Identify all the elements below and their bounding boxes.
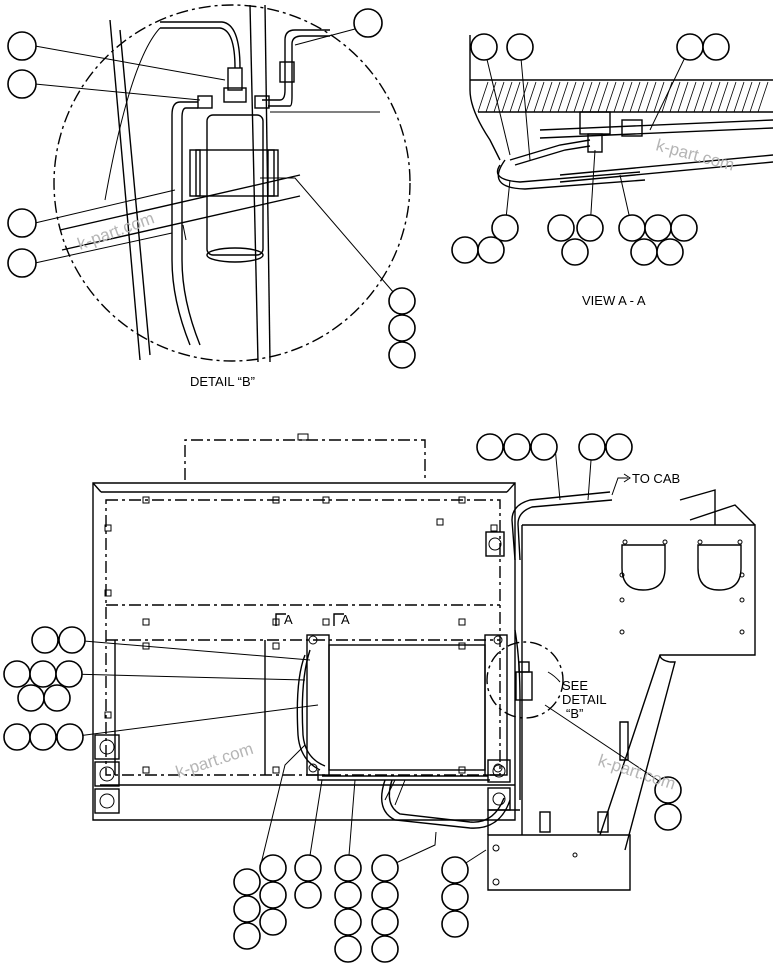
callout-bubble [605, 433, 633, 461]
callout-bubble [506, 33, 534, 61]
callout-bubble [259, 908, 287, 936]
view-a-a: VIEW A - A [451, 33, 773, 308]
callout-bubble [388, 314, 416, 342]
callout-bubble [29, 723, 57, 751]
detail-b-title: DETAIL “B” [190, 374, 255, 389]
callout-bubble [503, 433, 531, 461]
callout-bubble [3, 723, 31, 751]
callout-bubble [654, 803, 682, 831]
view-a-a-title: VIEW A - A [582, 293, 646, 308]
section-mark-a-left: A [284, 612, 293, 627]
mount-bracket [487, 834, 631, 891]
callout-bubble [259, 854, 287, 882]
callout-bubble [670, 214, 698, 242]
cab-opening-left [621, 544, 666, 591]
watermark-text: k-part.com [596, 751, 678, 794]
callout-bubble [31, 626, 59, 654]
callout-bubble [491, 214, 519, 242]
to-cab-label: TO CAB [632, 471, 680, 486]
callout-bubble [17, 684, 45, 712]
see-detail-line1: SEE [562, 678, 588, 693]
callout-bubble [334, 881, 362, 909]
mount-boss [94, 761, 120, 787]
callout-bubble [7, 69, 37, 99]
callout-bubble [233, 868, 261, 896]
detail-b-marker [486, 641, 564, 719]
callout-bubble [3, 660, 31, 688]
callout-bubble [233, 895, 261, 923]
callout-bubble [530, 433, 558, 461]
callout-bubble [630, 238, 658, 266]
callout-bubble [55, 660, 83, 688]
callout-bubble [644, 214, 672, 242]
callout-bubble [388, 341, 416, 369]
callout-bubble [7, 248, 37, 278]
callout-bubble [334, 908, 362, 936]
callout-bubble [578, 433, 606, 461]
receiver-drier [206, 114, 264, 256]
top-hood-outline [184, 439, 426, 480]
callout-bubble [547, 214, 575, 242]
callout-bubble [561, 238, 589, 266]
callout-bubble [294, 854, 322, 882]
callout-bubble [56, 723, 84, 751]
condenser-core [328, 644, 486, 771]
hatch-pattern [477, 81, 769, 113]
callout-bubble [259, 881, 287, 909]
see-detail-line3: “B” [566, 706, 583, 721]
callout-bubble [702, 33, 730, 61]
callout-bubble [656, 238, 684, 266]
detail-b-view: DETAIL “B” [7, 4, 416, 389]
callout-bubble [371, 854, 399, 882]
callout-bubble [43, 684, 71, 712]
callout-bubble [441, 883, 469, 911]
callout-bubble [334, 854, 362, 882]
drier-clamp [195, 149, 275, 197]
callout-bubble [618, 214, 646, 242]
callout-bubble [388, 287, 416, 315]
callout-bubble [576, 214, 604, 242]
callout-bubble [29, 660, 57, 688]
pressure-switch [227, 67, 243, 91]
callout-bubble [477, 236, 505, 264]
callout-bubble [233, 922, 261, 950]
cab-structure [522, 524, 756, 836]
frame-outer [92, 482, 516, 821]
callout-bubble [441, 910, 469, 938]
callout-bubble [470, 33, 498, 61]
callout-bubble [476, 433, 504, 461]
callout-bubble [654, 776, 682, 804]
detail-b-boundary [53, 4, 411, 362]
callout-bubble [7, 31, 37, 61]
callout-bubble [294, 881, 322, 909]
callout-bubble [371, 908, 399, 936]
callout-bubble [7, 208, 37, 238]
fitting [579, 111, 611, 135]
mount-boss [94, 734, 120, 760]
callout-bubble [451, 236, 479, 264]
mount-boss [94, 788, 120, 814]
main-assembly-view: A A [3, 433, 756, 963]
callout-bubble [353, 8, 383, 38]
callout-bubble [371, 881, 399, 909]
cab-opening-right [697, 544, 742, 591]
receiver-drier-main [515, 671, 533, 701]
callout-bubble [441, 856, 469, 884]
callout-bubble [676, 33, 704, 61]
callout-bubble [58, 626, 86, 654]
callout-bubble [371, 935, 399, 963]
callout-bubble [334, 935, 362, 963]
section-mark-a-right: A [341, 612, 350, 627]
see-detail-line2: DETAIL [562, 692, 607, 707]
